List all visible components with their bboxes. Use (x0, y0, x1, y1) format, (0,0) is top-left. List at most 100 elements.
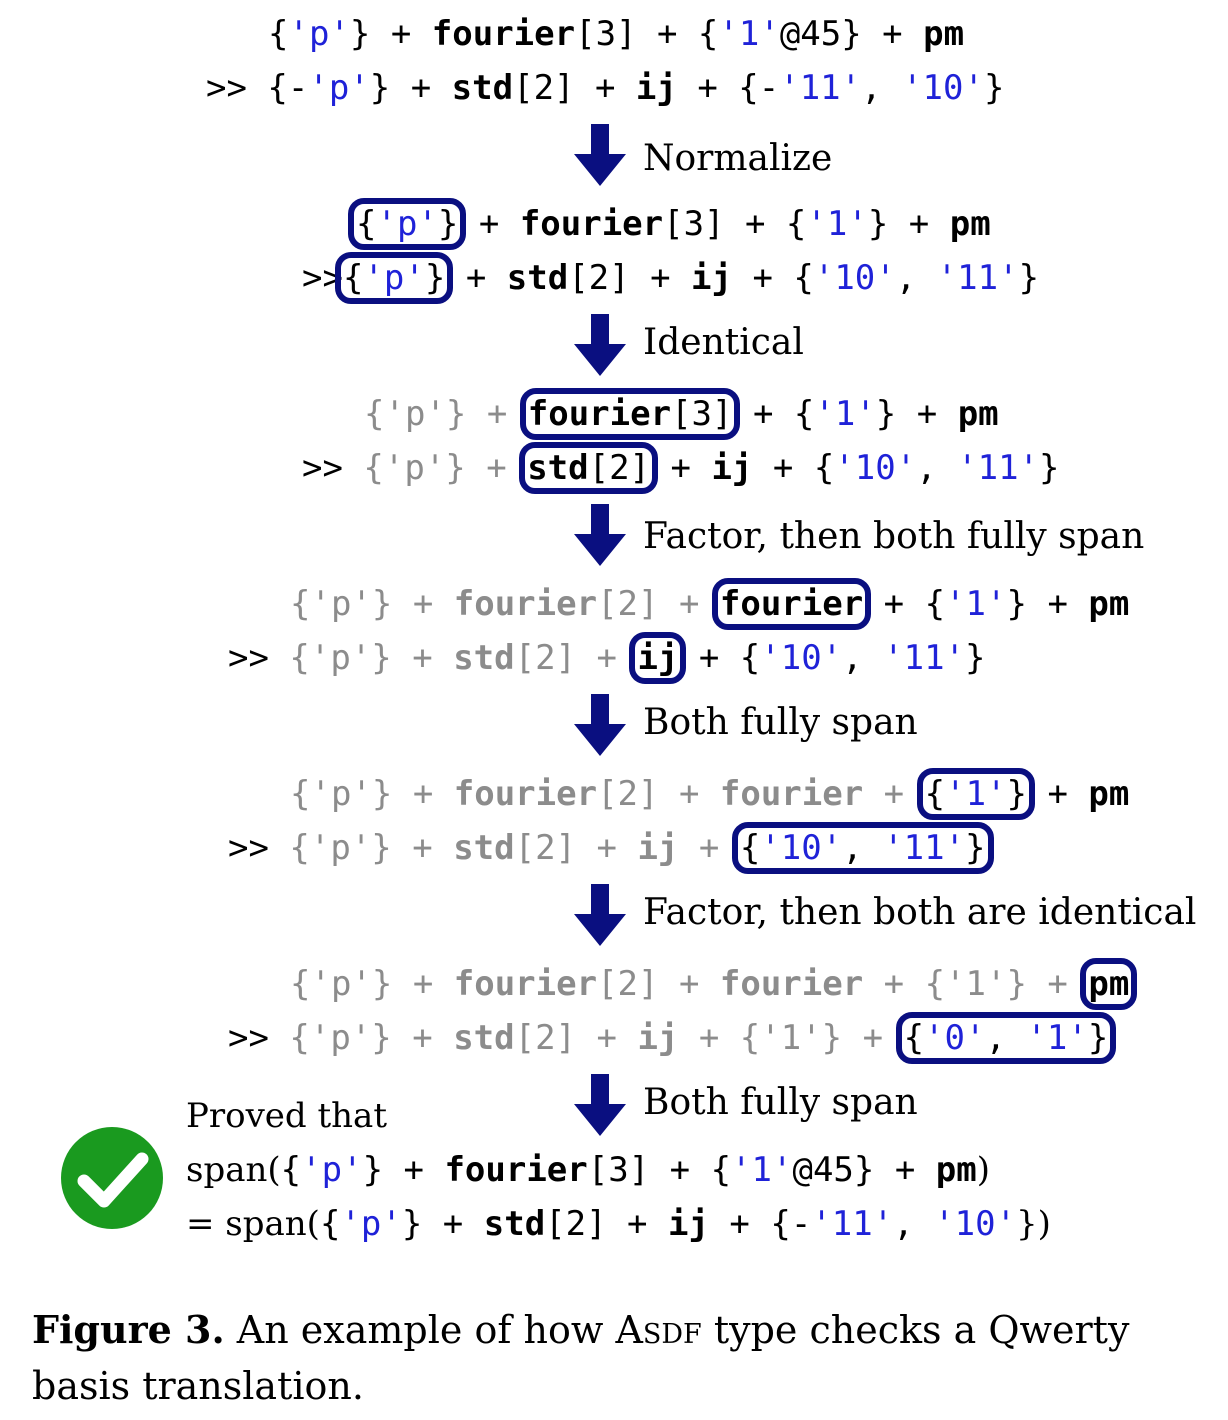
step-label-both-span: Both fully span (643, 702, 918, 743)
code-token: >> (228, 1018, 290, 1058)
highlight-box: fourier[3] (519, 388, 741, 440)
code-token: + (1027, 774, 1089, 814)
highlight-box: {'p'} (348, 198, 467, 250)
code-token: fourier (453, 774, 598, 814)
code-token: 'p' (308, 68, 370, 108)
highlight-box: {'1'} (916, 768, 1035, 820)
code-token: [2] + (597, 774, 720, 814)
code-token: '10' (760, 638, 843, 678)
highlight-box: ij (629, 632, 687, 684)
code-token: } (965, 828, 986, 868)
code-token: [2] + (545, 1204, 668, 1244)
code-token: [2] + (597, 584, 720, 624)
highlight-box: std[2] (519, 442, 659, 494)
code-token: [3] + { (663, 204, 807, 244)
code-token: {'p'} + (363, 448, 528, 488)
code-token: pm (923, 14, 965, 54)
code-token: { (903, 1018, 925, 1058)
code-token: } (1006, 774, 1027, 814)
code-token: + (458, 204, 520, 244)
code-token: ij (637, 828, 679, 868)
code-token: std (453, 828, 515, 868)
code-token: }) (1016, 1204, 1051, 1244)
code-token: + {'1'} + (678, 1018, 904, 1058)
conclusion-line-1: span({'p'} + fourier[3] + {'1'@45} + pm) (186, 1150, 990, 1190)
code-token: [2] + (513, 68, 636, 108)
code-token: } + (867, 204, 950, 244)
highlight-box: {'10', '11'} (731, 822, 994, 874)
code-token: } + (1006, 584, 1089, 624)
code-token: '11' (779, 68, 862, 108)
code-token: {'p'} + (290, 584, 454, 624)
code-token: '11' (883, 828, 966, 868)
code-token: '1' (945, 584, 1007, 624)
code-token: {'p'} + (290, 774, 454, 814)
code-token: '0' (924, 1018, 986, 1058)
code-token: std (506, 258, 569, 298)
row-12-factor-identical-right: >> {'p'} + std[2] + ij + {'1'} + {'0', '… (228, 1012, 1117, 1064)
code-token: } + (349, 14, 432, 54)
code-token: {'p'} + (289, 1018, 454, 1058)
tool-name: Asdf (615, 1308, 702, 1352)
code-token: fourier (431, 14, 576, 54)
code-token: } + (369, 68, 452, 108)
code-token: } (983, 68, 1005, 108)
highlight-box: fourier (711, 578, 872, 630)
code-token: pm (1088, 584, 1130, 624)
checkmark-circle-icon (61, 1127, 163, 1229)
code-token: @45} + (792, 1150, 936, 1190)
code-token: { (356, 204, 377, 244)
code-token: >> (302, 448, 364, 488)
code-token: } (437, 204, 459, 244)
code-token: [3] + { (575, 14, 719, 54)
code-token: fourier (719, 774, 864, 814)
code-token: { (342, 258, 364, 298)
step-label-factor-identical: Factor, then both are identical (643, 892, 1197, 933)
code-token: { (268, 14, 289, 54)
code-token: '1' (718, 14, 780, 54)
code-token: [2] (588, 448, 651, 488)
code-token: } (1018, 258, 1040, 298)
code-token: >> (228, 828, 290, 868)
step-label-factor-span: Factor, then both fully span (643, 516, 1145, 557)
code-token: } (1087, 1018, 1109, 1058)
code-token: + { (863, 584, 946, 624)
code-token: '11' (811, 1204, 894, 1244)
code-token: + { (752, 448, 835, 488)
code-token: '10' (813, 258, 896, 298)
code-token: 'p' (363, 258, 425, 298)
code-token: [3] + { (587, 1150, 732, 1190)
code-token: + {- (708, 1204, 812, 1244)
code-token: span( (186, 1150, 281, 1190)
code-token: [2] + (514, 828, 638, 868)
down-arrow-icon (574, 694, 626, 756)
code-token: '11' (883, 638, 966, 678)
code-token: [2] + (597, 964, 720, 1004)
code-token: ij (637, 638, 679, 678)
code-token: ij (668, 1204, 709, 1244)
code-token: '10' (902, 68, 984, 108)
code-token: { (319, 1204, 341, 1244)
code-token: fourier (519, 204, 664, 244)
code-token: } + (362, 1150, 445, 1190)
code-token: std (451, 68, 514, 108)
down-arrow-icon (574, 504, 626, 566)
code-token: [2] + (514, 1018, 638, 1058)
code-token: fourier (719, 584, 864, 624)
highlight-box: pm (1080, 958, 1138, 1010)
code-token: fourier (527, 394, 672, 434)
code-token: { (739, 828, 761, 868)
code-token: + {- (676, 68, 780, 108)
row-4-normalized-right: >>{'p'} + std[2] + ij + {'10', '11'} (302, 252, 1040, 304)
caption-text-after: type checks a Qwerty basis translation. (32, 1308, 1130, 1408)
code-token: std (453, 638, 515, 678)
code-token: { (280, 1150, 302, 1190)
code-token: } + (875, 394, 958, 434)
row-3-normalized-left: {'p'} + fourier[3] + {'1'} + pm (348, 198, 991, 250)
code-token: '1' (945, 774, 1007, 814)
figure-caption: Figure 3. An example of how Asdf type ch… (32, 1302, 1202, 1414)
code-token: + (650, 448, 712, 488)
code-token: '10' (760, 828, 843, 868)
code-token: 'p' (340, 1204, 402, 1244)
code-token: @45} + (779, 14, 924, 54)
